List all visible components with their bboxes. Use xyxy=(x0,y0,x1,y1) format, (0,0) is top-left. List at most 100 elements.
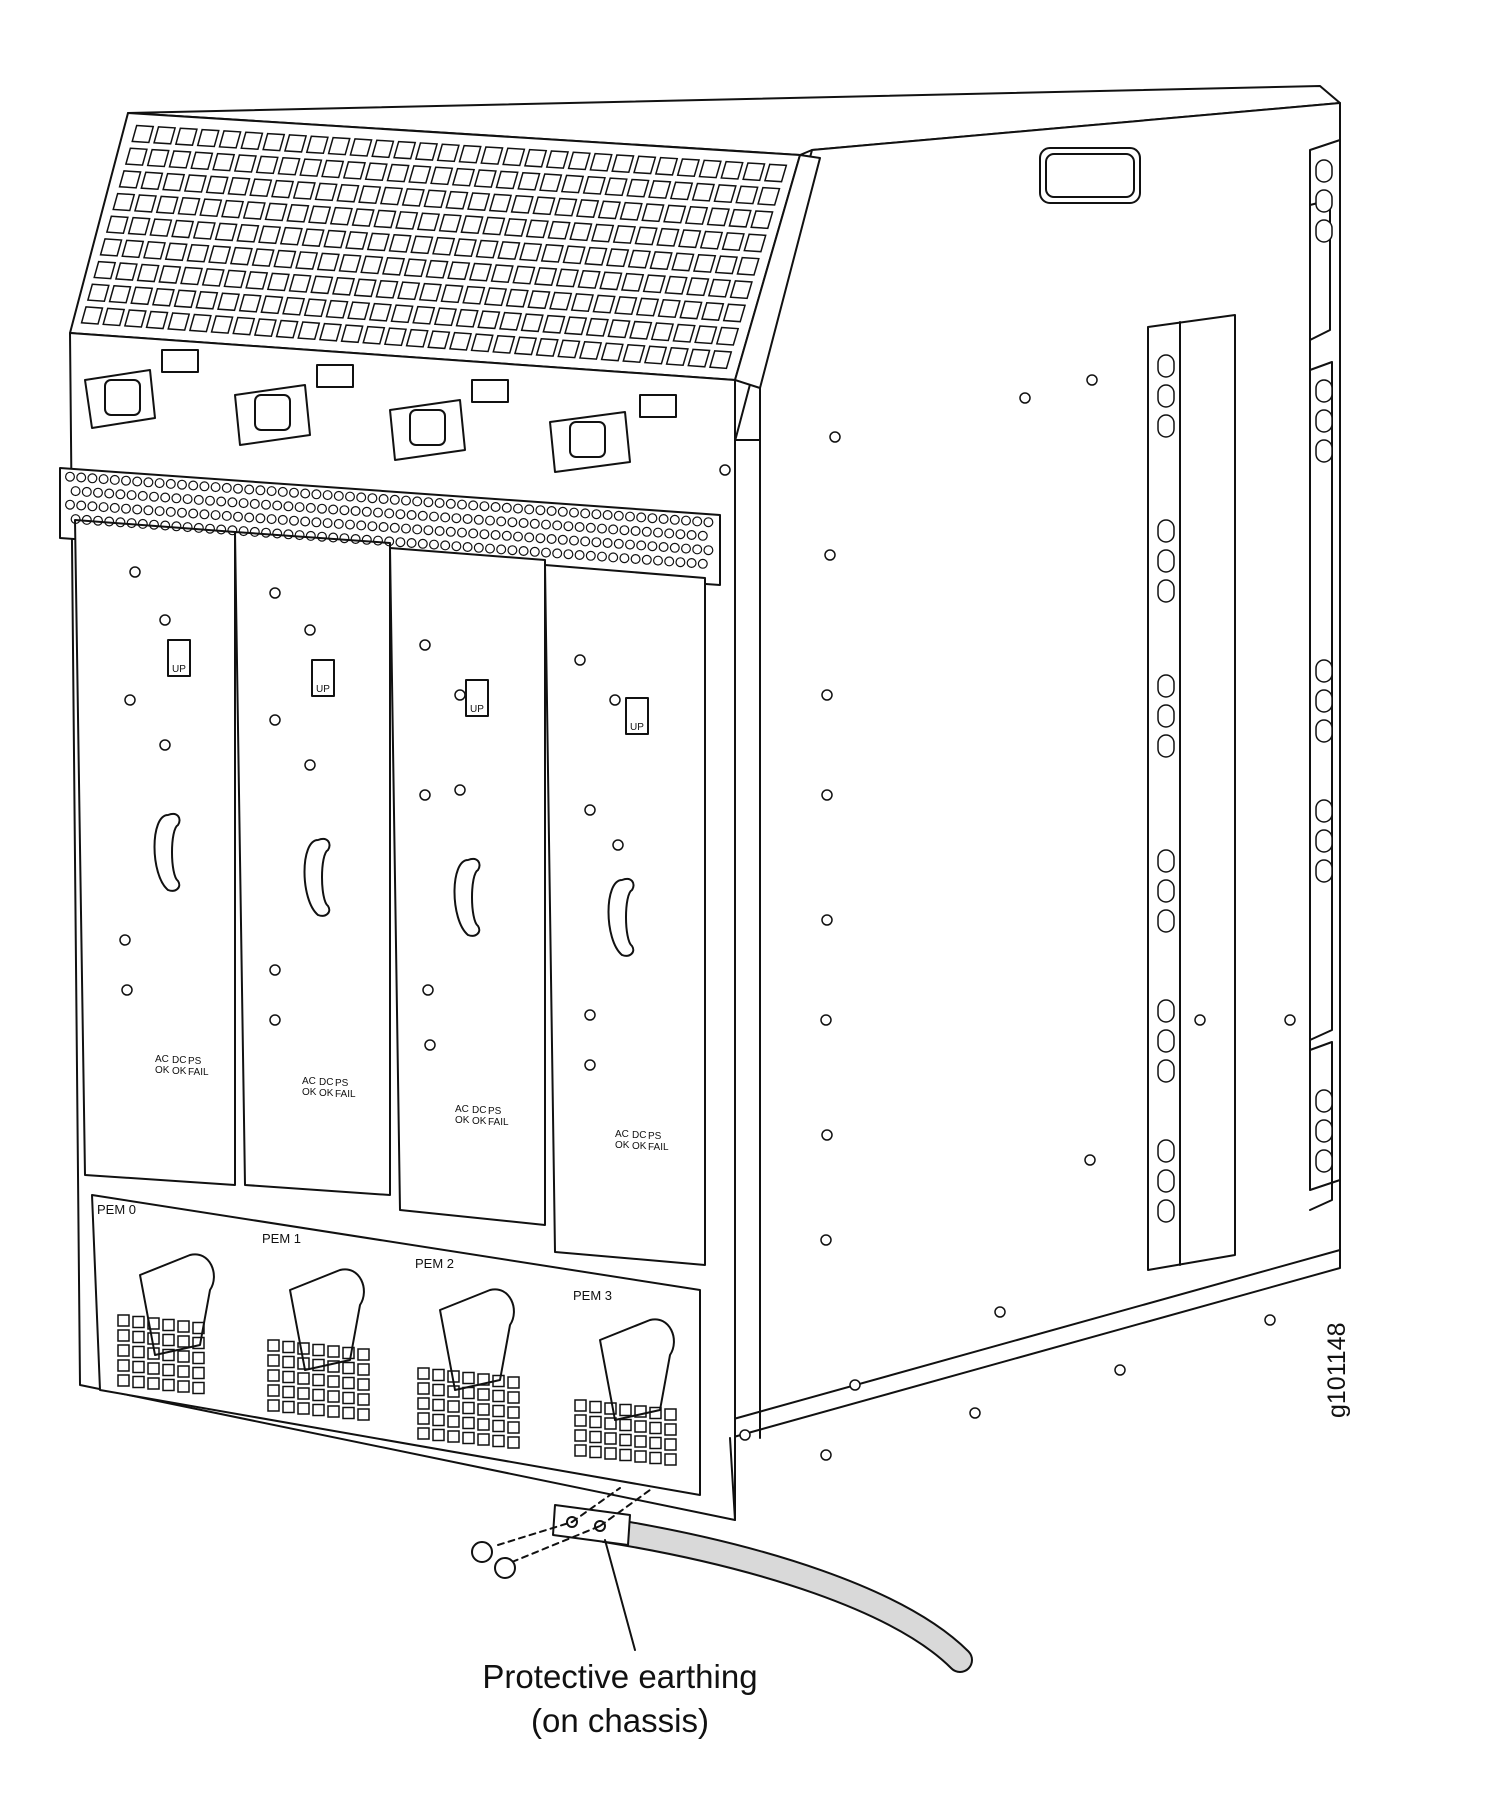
rack-hole xyxy=(1157,1029,1175,1053)
pem-vent-cell xyxy=(297,1387,310,1400)
hex-hole xyxy=(367,493,378,504)
pem-vent-cell xyxy=(357,1378,370,1391)
vent-cell xyxy=(401,188,425,207)
hex-hole xyxy=(529,546,540,557)
hex-hole xyxy=(221,510,232,521)
pem-vent-cell xyxy=(357,1348,370,1361)
vent-cell xyxy=(240,131,264,151)
vent-cell xyxy=(218,130,242,149)
hex-hole xyxy=(485,515,496,526)
rack-hole xyxy=(1157,1139,1175,1163)
rack-hole xyxy=(1315,1119,1333,1143)
hex-hole xyxy=(697,558,708,569)
pem-vent-cell xyxy=(462,1386,475,1400)
hex-hole xyxy=(98,474,109,485)
hex-hole xyxy=(289,515,300,526)
pem-vent-cell xyxy=(267,1399,280,1412)
vent-cell xyxy=(403,258,427,278)
screw xyxy=(269,714,281,726)
vent-cell xyxy=(512,265,536,285)
hex-hole xyxy=(361,506,372,517)
vent-cell xyxy=(212,152,236,172)
svg-text:OK: OK xyxy=(172,1066,187,1077)
vent-cell xyxy=(729,280,753,300)
up-label-2: UP xyxy=(470,704,484,715)
screw xyxy=(994,1306,1006,1318)
hex-hole xyxy=(675,557,686,568)
hex-hole xyxy=(210,510,221,521)
vent-cell xyxy=(192,221,216,240)
power-switch-3 xyxy=(639,394,677,418)
hex-hole xyxy=(580,536,591,547)
vent-cell xyxy=(715,326,740,346)
vent-cell xyxy=(174,127,198,146)
vent-cell xyxy=(379,186,404,206)
hex-hole xyxy=(445,498,456,509)
rack-hole xyxy=(1315,1089,1333,1113)
pem-vent-cell xyxy=(282,1400,295,1414)
hex-hole xyxy=(317,503,328,514)
vent-cell xyxy=(327,136,351,156)
vent-cell xyxy=(475,239,499,259)
vent-cell xyxy=(721,232,745,252)
hex-hole xyxy=(227,525,238,536)
vent-cell xyxy=(676,158,701,178)
pem-vent-cell xyxy=(357,1408,370,1421)
pem-vent-cell xyxy=(162,1348,175,1362)
hex-hole xyxy=(322,518,333,529)
pem-vent-cell xyxy=(604,1402,617,1415)
hex-hole xyxy=(356,520,367,531)
vent-cell xyxy=(455,308,479,328)
pem-vent-cell xyxy=(327,1390,340,1403)
rack-hole xyxy=(1157,414,1175,438)
vent-cell xyxy=(186,243,210,263)
hex-hole xyxy=(624,511,635,522)
vent-cell xyxy=(410,235,434,255)
vent-cell xyxy=(567,151,591,171)
hex-hole xyxy=(619,553,630,564)
pem-vent-cell xyxy=(619,1448,632,1462)
pem-vent-cell xyxy=(492,1434,505,1448)
hex-hole xyxy=(249,498,260,509)
pem-vent-cell xyxy=(574,1429,587,1442)
hex-hole xyxy=(692,516,703,527)
hex-hole xyxy=(87,473,98,484)
hex-hole xyxy=(512,503,523,514)
vent-cell xyxy=(353,278,377,298)
vent-cell xyxy=(271,179,295,199)
screw xyxy=(821,689,833,701)
psu-led-labels-3: AC OK DC OK PS FAIL xyxy=(615,1129,669,1153)
led-label-ac: AC xyxy=(155,1054,169,1065)
hex-hole xyxy=(596,523,607,534)
hex-hole xyxy=(703,545,714,556)
pem-vent-cell xyxy=(162,1378,175,1392)
hex-hole xyxy=(64,499,75,510)
hex-hole xyxy=(300,516,311,527)
pem-vent-cell xyxy=(477,1433,490,1446)
hex-hole xyxy=(585,550,596,561)
vent-cell xyxy=(656,227,680,247)
vent-cell xyxy=(229,246,253,266)
pem-vent-cell xyxy=(327,1405,340,1418)
hex-hole xyxy=(490,529,501,540)
hex-hole xyxy=(703,517,714,528)
hex-hole xyxy=(233,511,244,522)
rack-hole xyxy=(1315,189,1333,213)
screw xyxy=(1114,1364,1126,1376)
hex-hole xyxy=(384,508,395,519)
vent-cell xyxy=(146,148,170,168)
pem-vent-cell xyxy=(192,1366,205,1380)
vent-cell xyxy=(545,150,570,169)
pem-vent-cell xyxy=(492,1404,505,1418)
hex-hole xyxy=(277,514,288,525)
pem-vent-cell xyxy=(117,1359,130,1372)
hex-hole xyxy=(468,528,479,539)
vent-cell xyxy=(299,158,323,177)
vent-cell xyxy=(707,278,732,298)
vent-cell xyxy=(279,226,303,246)
callout-line-2: (on chassis) xyxy=(531,1702,709,1739)
vent-cell xyxy=(451,167,476,187)
vent-cell xyxy=(686,277,710,297)
vent-cell xyxy=(436,143,460,163)
svg-text:AC: AC xyxy=(302,1076,316,1087)
